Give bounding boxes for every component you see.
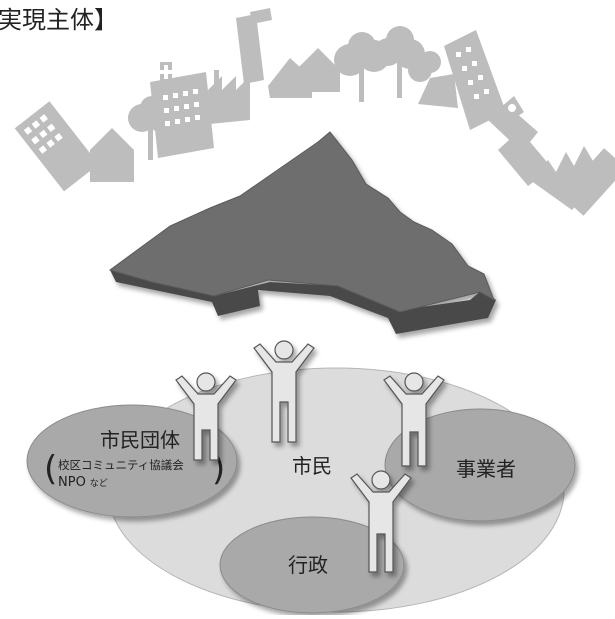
businesses-label: 事業者 [456,457,516,481]
administration-ellipse [219,516,405,614]
person-icon [253,340,315,443]
city-skyline [14,8,615,216]
building-icon [561,148,615,216]
citizen-groups-label: 市民団体 [100,428,180,452]
city-map-top [108,131,495,313]
citizens-label: 市民 [292,454,332,478]
city-map [108,131,496,334]
citizen-groups-ellipse [26,404,238,518]
city-map-side [110,270,496,334]
citizen-groups-sub-line1: 校区コミュニティ協議会 [58,458,184,472]
house-icon [268,48,340,98]
person-icon [175,372,237,461]
factory-icon [208,70,250,124]
citizen-groups-open-paren: ( [44,449,57,489]
house-icon [418,74,458,108]
person-icon [350,470,412,573]
building-icon [14,101,99,192]
businesses-ellipse [384,408,576,522]
tree-icon [334,26,441,102]
house-icon [90,128,134,182]
header-title: 実現主体】 [0,6,118,34]
building-icon [444,30,506,130]
person-icon [383,372,445,467]
administration-label: 行政 [288,553,328,577]
building-icon [236,8,272,84]
building-icon [150,62,214,158]
